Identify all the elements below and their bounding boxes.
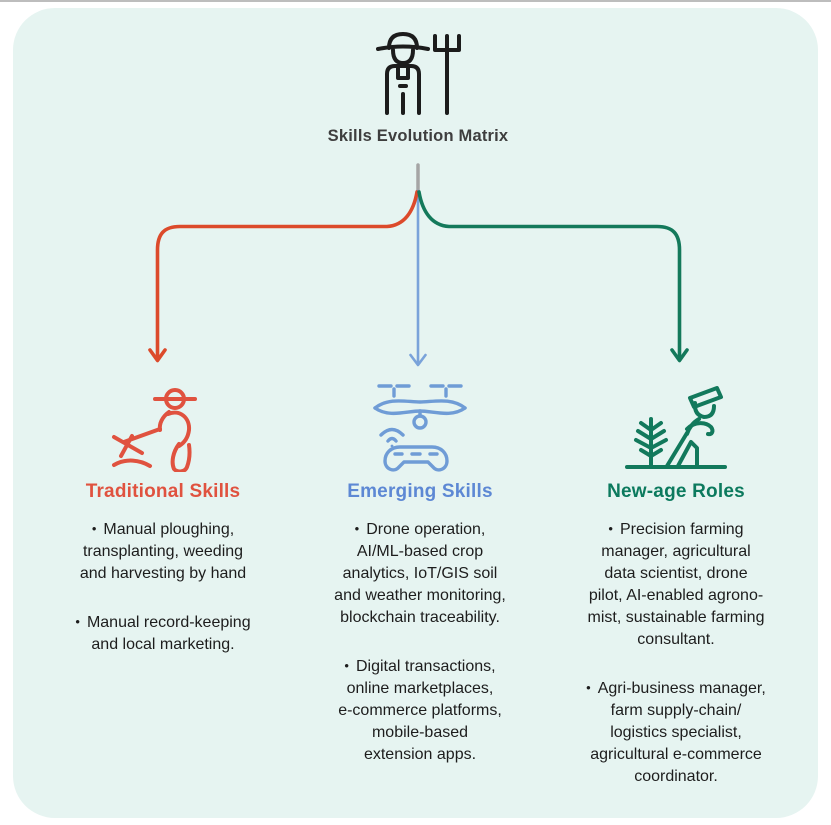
- column-emerging-skills: Emerging Skills •Drone operation, AI/ML-…: [290, 378, 550, 792]
- farmer-pitchfork-icon: [365, 30, 465, 118]
- skill-item: •Drone operation, AI/ML-based crop analy…: [290, 518, 550, 629]
- skill-item: •Digital transactions, online marketplac…: [290, 655, 550, 766]
- manual-ploughing-icon: [33, 378, 293, 472]
- column-newage-roles: New-age Roles •Precision farming manager…: [546, 378, 806, 814]
- skill-list: •Precision farming manager, agricultural…: [546, 518, 806, 788]
- planting-farmer-icon: [546, 378, 806, 472]
- bullet-glyph: •: [75, 614, 80, 629]
- bullet-glyph: •: [344, 658, 349, 673]
- skill-item: •Manual record-keeping and local marketi…: [33, 611, 293, 656]
- page-title: Skills Evolution Matrix: [327, 127, 509, 145]
- window-top-divider: [0, 0, 831, 2]
- column-heading: Emerging Skills: [347, 481, 493, 502]
- skill-item: •Precision farming manager, agricultural…: [546, 518, 806, 651]
- skill-item: •Agri-business manager, farm supply-chai…: [546, 677, 806, 788]
- skill-list: •Drone operation, AI/ML-based crop analy…: [290, 518, 550, 766]
- column-traditional-skills: Traditional Skills •Manual ploughing, tr…: [33, 378, 293, 682]
- bullet-glyph: •: [354, 521, 360, 536]
- bullet-glyph: •: [586, 680, 591, 695]
- column-heading: New-age Roles: [607, 481, 745, 502]
- bullet-glyph: •: [608, 521, 613, 536]
- skill-list: •Manual ploughing, transplanting, weedin…: [33, 518, 293, 656]
- background-card: [13, 8, 818, 818]
- drone-controller-icon: [290, 378, 550, 472]
- bullet-glyph: •: [91, 521, 97, 536]
- skill-item: •Manual ploughing, transplanting, weedin…: [33, 518, 293, 585]
- column-heading: Traditional Skills: [85, 481, 241, 502]
